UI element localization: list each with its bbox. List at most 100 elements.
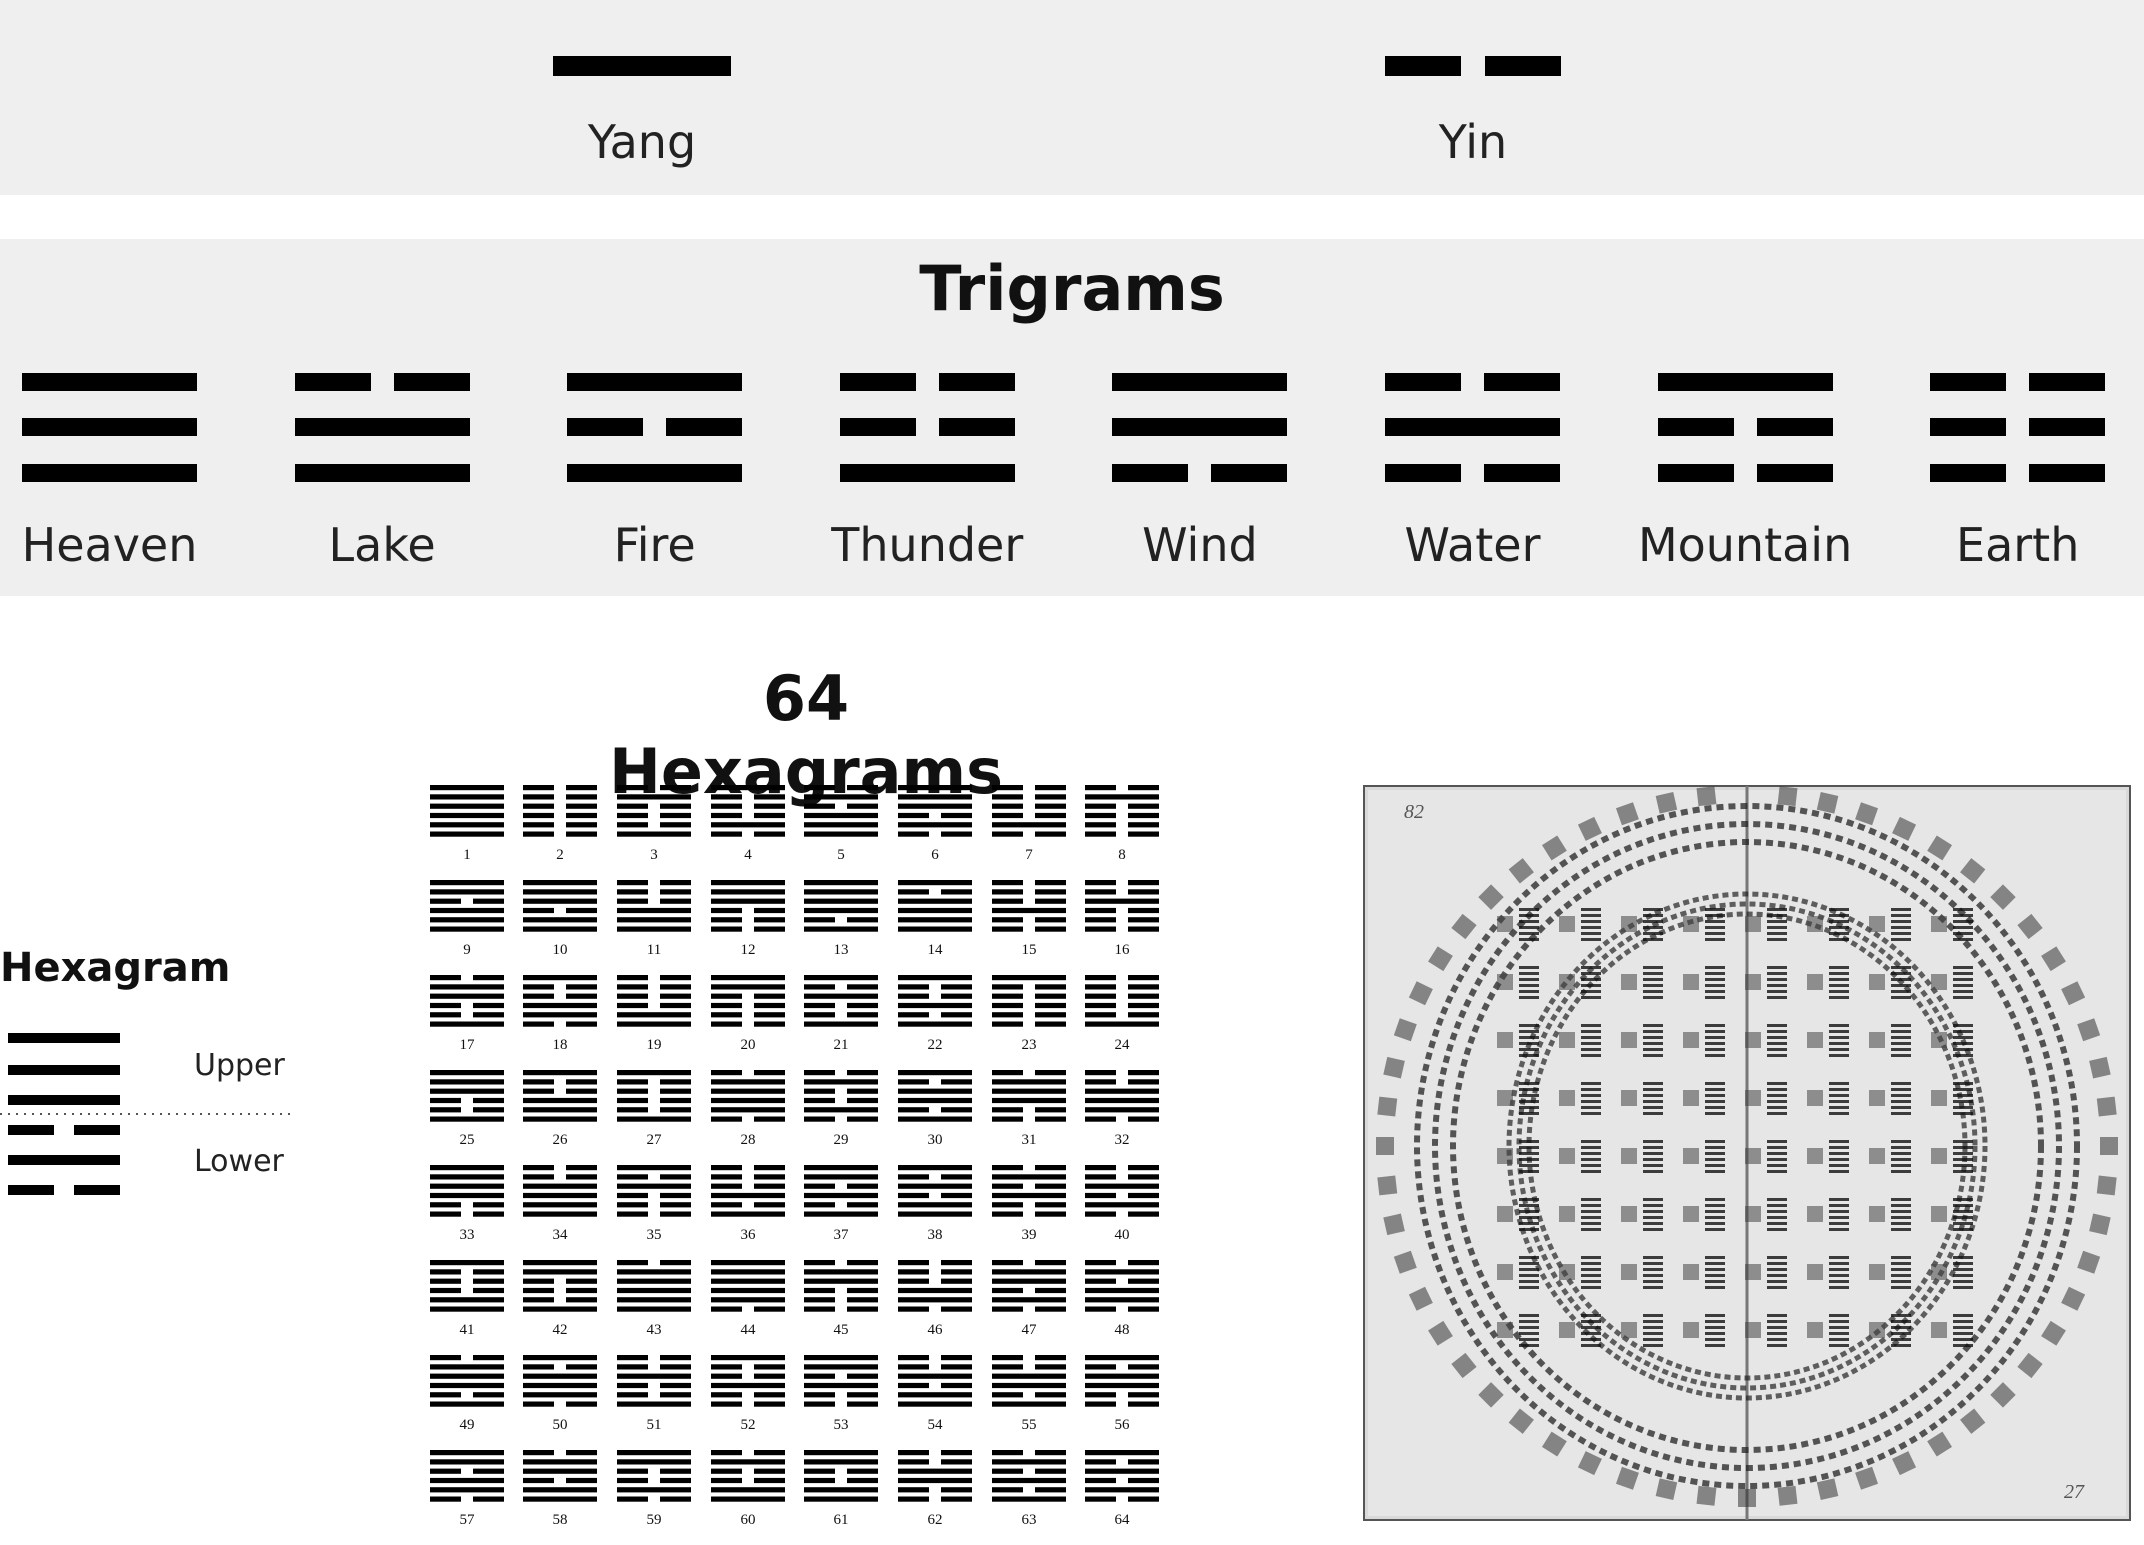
hexagram-number: 9 [463,942,471,958]
trigram-fire-symbol [567,373,743,482]
hexagram-21: 21 [804,975,878,1053]
trigram-label-heaven: Heaven [21,518,198,572]
hexagram-17: 17 [430,975,504,1053]
legend-line [8,1155,120,1165]
hexagram-18: 18 [523,975,597,1053]
hexagram-23: 23 [992,975,1066,1053]
trigram-lake-symbol [294,373,470,482]
hexagram-number: 14 [928,942,944,958]
trigram-label-earth: Earth [1956,518,2080,572]
trigram-label-mountain: Mountain [1637,518,1853,572]
hexagram-number: 41 [460,1322,475,1338]
hexagram-number: 7 [1025,847,1033,863]
hexagram-49: 49 [430,1355,504,1433]
trigram-label-thunder: Thunder [831,518,1024,572]
trigram-earth-symbol [1930,373,2106,482]
hexagram-43: 43 [617,1260,691,1338]
hexagram-10: 10 [523,880,597,958]
hexagram-number: 50 [553,1417,568,1433]
hexagram-46: 46 [898,1260,972,1338]
hexagram-58: 58 [523,1450,597,1528]
manuscript-page-left: 82 [1404,801,1424,823]
hexagram-31: 31 [992,1070,1066,1148]
hexagram-number: 46 [928,1322,944,1338]
hexagram-32: 32 [1085,1070,1159,1148]
hexagram-number: 2 [556,847,564,863]
legend-line-seg [8,1125,54,1135]
hexagram-number: 34 [553,1227,569,1243]
hexagram-41: 41 [430,1260,504,1338]
hexagram-63: 63 [992,1450,1066,1528]
hexagram-number: 35 [647,1227,662,1243]
hexagram-number: 12 [741,942,756,958]
hexagram-number: 26 [553,1132,569,1148]
hexagram-number: 39 [1022,1227,1037,1243]
hexagram-9: 9 [430,880,504,958]
hexagram-24: 24 [1085,975,1159,1053]
hexagram-number: 62 [928,1512,943,1528]
hexagram-48: 48 [1085,1260,1159,1338]
legend-line-seg [74,1125,120,1135]
trigram-water-symbol [1385,373,1560,482]
hexagram-number: 61 [834,1512,849,1528]
trigrams-title: Trigrams [919,252,1225,325]
hexagram-number: 11 [647,942,661,958]
hexagram-47: 47 [992,1260,1066,1338]
hexagram-38: 38 [898,1165,972,1243]
hexagram-number: 45 [834,1322,849,1338]
hexagram-54: 54 [898,1355,972,1433]
trigrams-band [0,239,2144,596]
trigram-label-fire: Fire [613,518,696,572]
hexagram-6: 6 [898,785,972,863]
hexagram-62: 62 [898,1450,972,1528]
hexagram-20: 20 [711,975,785,1053]
yin-line-symbol [1385,56,1561,76]
hexagram-37: 37 [804,1165,878,1243]
hexagram-59: 59 [617,1450,691,1528]
hexagram-number: 8 [1118,847,1126,863]
trigram-label-water: Water [1404,518,1541,572]
hexagram-number: 54 [928,1417,944,1433]
hexagram-number: 47 [1022,1322,1038,1338]
hexagram-number: 22 [928,1037,943,1053]
hexagram-number: 40 [1115,1227,1130,1243]
legend-line-seg [74,1185,120,1195]
hexagram-34: 34 [523,1165,597,1243]
hexagram-53: 53 [804,1355,878,1433]
yin-yang-band [0,0,2144,195]
hexagram-number: 53 [834,1417,849,1433]
yin-label: Yin [1438,115,1508,169]
hexagram-legend-title: Hexagram [0,945,231,991]
hexagram-29: 29 [804,1070,878,1148]
hexagram-number: 20 [741,1037,756,1053]
hexagram-number: 4 [744,847,752,863]
yang-label: Yang [587,115,697,169]
hexagram-number: 21 [834,1037,849,1053]
hexagram-number: 23 [1022,1037,1037,1053]
hexagram-64: 64 [1085,1450,1159,1528]
hexagram-4: 4 [711,785,785,863]
hexagram-number: 10 [553,942,568,958]
hexagram-19: 19 [617,975,691,1053]
hexagram-15: 15 [992,880,1066,958]
hexagram-number: 28 [741,1132,756,1148]
trigram-label-lake: Lake [328,518,436,572]
hexagram-number: 31 [1022,1132,1037,1148]
hexagram-number: 13 [834,942,849,958]
hexagram-22: 22 [898,975,972,1053]
hexagram-40: 40 [1085,1165,1159,1243]
hexagram-number: 19 [647,1037,662,1053]
hexagram-number: 58 [553,1512,568,1528]
hexagram-5: 5 [804,785,878,863]
trigram-mountain-symbol [1657,373,1833,482]
hexagram-number: 55 [1022,1417,1037,1433]
yang-line-symbol [553,56,731,76]
hexagram-3: 3 [617,785,691,863]
hexagram-14: 14 [898,880,972,958]
hexagram-number: 6 [931,847,939,863]
hexagram-number: 63 [1022,1512,1037,1528]
hexagram-27: 27 [617,1070,691,1148]
hexagram-number: 17 [460,1037,476,1053]
hexagram-number: 48 [1115,1322,1130,1338]
